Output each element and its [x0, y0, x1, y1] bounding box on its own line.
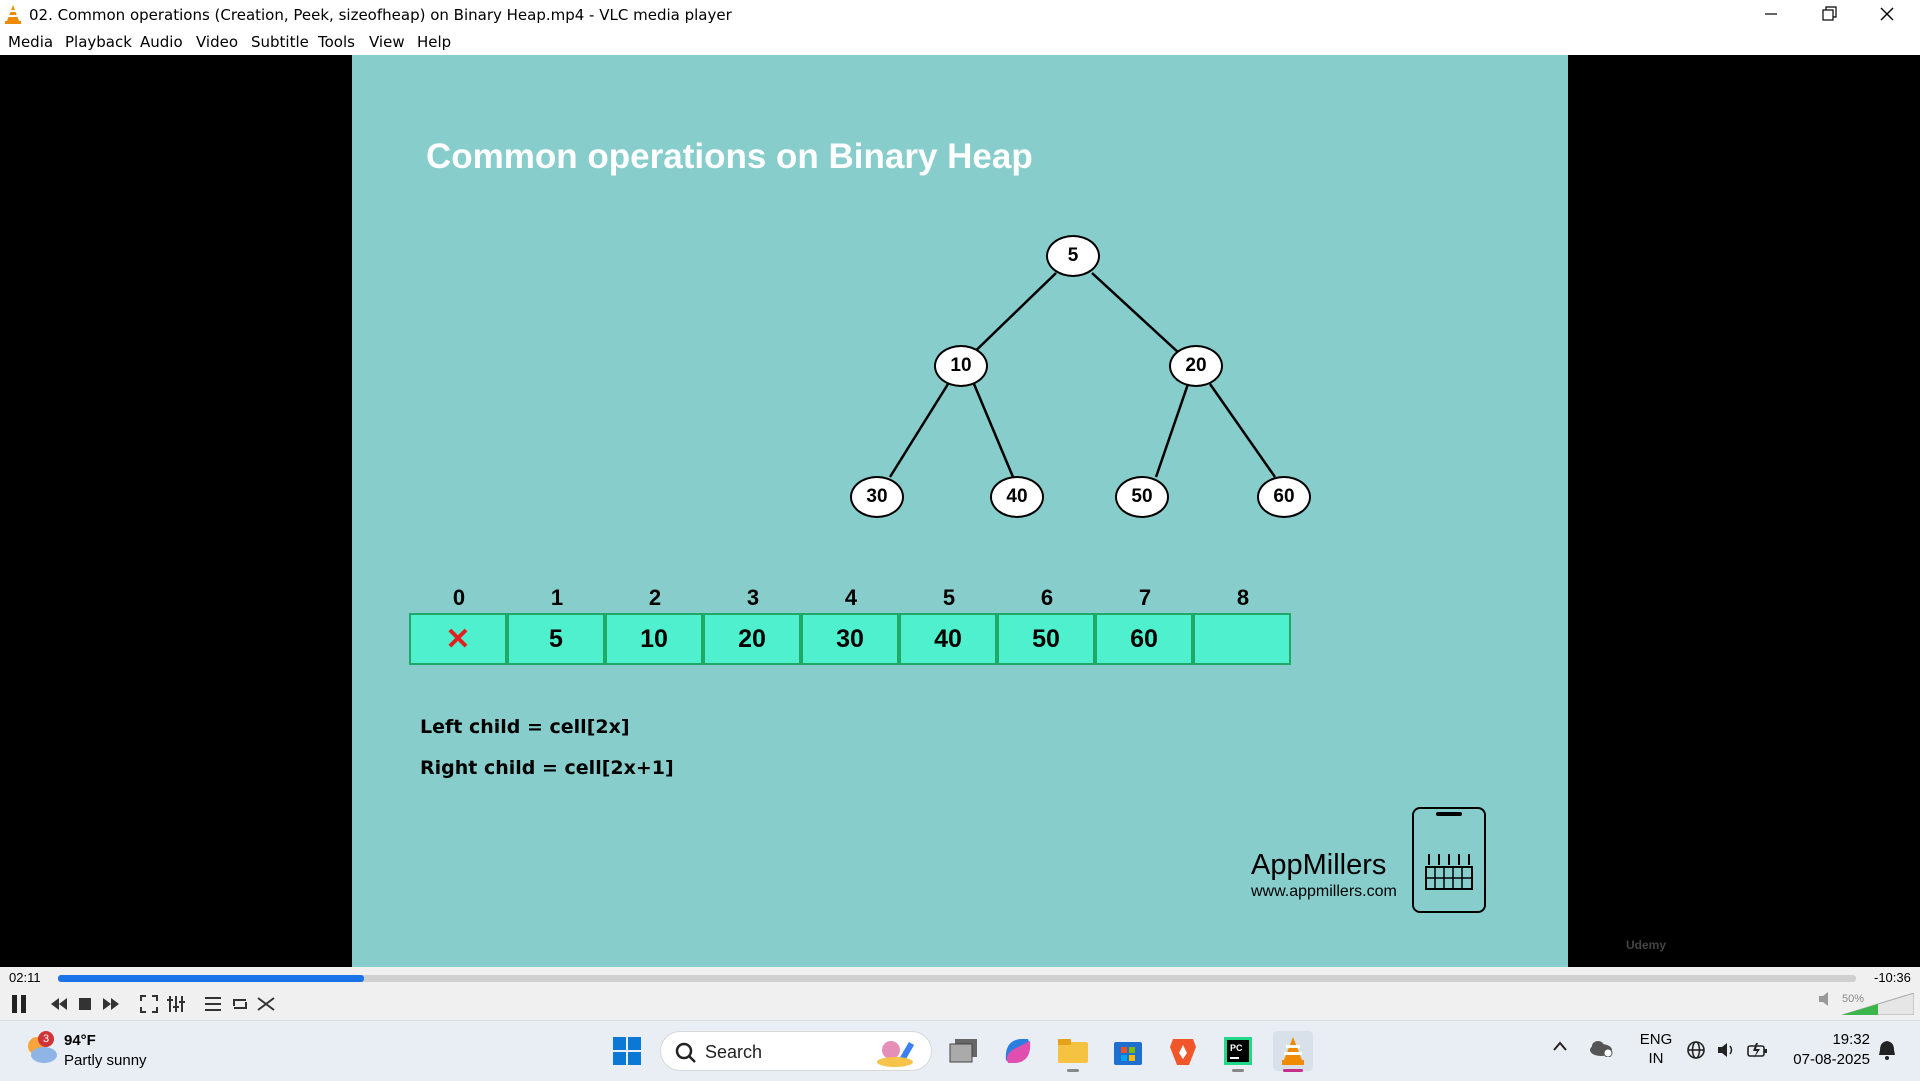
clock-time[interactable]: 19:32 [1832, 1031, 1870, 1048]
elapsed-time[interactable]: 02:11 [9, 970, 41, 985]
window-title: 02. Common operations (Creation, Peek, s… [29, 6, 732, 24]
search-icon [675, 1042, 697, 1069]
array-index: 2 [648, 585, 662, 610]
array-index: 5 [942, 585, 956, 610]
task-view-icon[interactable] [944, 1031, 984, 1071]
running-indicator [1067, 1069, 1079, 1072]
tree-node-left: 10 [934, 345, 988, 387]
copilot-icon[interactable] [998, 1031, 1038, 1071]
language-secondary[interactable]: IN [1648, 1050, 1664, 1067]
file-explorer-icon[interactable] [1053, 1031, 1093, 1072]
left-child-formula: Left child = cell[2x] [420, 716, 630, 738]
array-cell: 30 [801, 613, 899, 665]
array-cell: 50 [997, 613, 1095, 665]
language-primary[interactable]: ENG [1639, 1031, 1673, 1048]
remaining-time[interactable]: -10:36 [1874, 970, 1911, 985]
clock-date[interactable]: 07-08-2025 [1793, 1051, 1870, 1068]
tree-node-leaf: 30 [850, 476, 904, 518]
minimize-button[interactable] [1742, 0, 1800, 29]
weather-description[interactable]: Partly sunny [64, 1052, 147, 1069]
right-child-formula: Right child = cell[2x+1] [420, 757, 674, 779]
volume-slider[interactable] [1841, 992, 1915, 1020]
next-icon[interactable] [100, 993, 122, 1015]
playback-controls: 02:11 -10:36 50% [0, 967, 1920, 1020]
weather-icon[interactable]: 3 [24, 1031, 58, 1067]
tree-node-root: 5 [1046, 235, 1100, 277]
close-button[interactable] [1858, 0, 1916, 29]
menu-bar: Media Playback Audio Video Subtitle Tool… [0, 29, 1920, 56]
tree-node-leaf: 60 [1257, 476, 1311, 518]
mute-icon[interactable] [1818, 991, 1834, 1012]
network-icon[interactable] [1686, 1040, 1706, 1065]
loop-icon[interactable] [229, 993, 251, 1015]
taskbar-search[interactable]: Search [660, 1031, 932, 1071]
brand-name: AppMillers [1251, 849, 1387, 881]
array-cell: 40 [899, 613, 997, 665]
tree-node-right: 20 [1169, 345, 1223, 387]
notification-icon[interactable] [1876, 1039, 1898, 1066]
battery-icon[interactable] [1746, 1040, 1768, 1065]
active-indicator [1283, 1069, 1303, 1072]
array-cell: 10 [605, 613, 703, 665]
vlc-taskbar-icon[interactable] [1273, 1031, 1313, 1072]
speaker-icon[interactable] [1716, 1040, 1736, 1065]
pycharm-icon[interactable]: PC [1218, 1031, 1258, 1072]
tree-edges [888, 272, 1277, 478]
taskbar: 3 94°F Partly sunny Search PC [0, 1020, 1920, 1081]
menu-audio[interactable]: Audio [140, 33, 183, 51]
seek-bar[interactable] [58, 975, 1856, 982]
shuffle-icon[interactable] [255, 993, 277, 1015]
array-index: 8 [1236, 585, 1250, 610]
brand-url: www.appmillers.com [1251, 883, 1397, 900]
slide-title: Common operations on Binary Heap [426, 137, 1033, 176]
tray-overflow-icon[interactable] [1552, 1039, 1568, 1057]
array-cell: 20 [703, 613, 801, 665]
udemy-watermark: Udemy [1626, 938, 1667, 952]
tree-node-leaf: 40 [990, 476, 1044, 518]
array-index: 7 [1138, 585, 1152, 610]
appmillers-logo [1412, 807, 1486, 913]
menu-media[interactable]: Media [8, 33, 54, 51]
array-index: 0 [452, 585, 466, 610]
menu-view[interactable]: View [369, 33, 405, 51]
array-cell: 60 [1095, 613, 1193, 665]
array-index: 1 [550, 585, 564, 610]
running-indicator [1232, 1069, 1244, 1072]
extended-settings-icon[interactable] [165, 993, 187, 1015]
play-pause-icon[interactable] [8, 993, 30, 1015]
search-label: Search [705, 1042, 763, 1062]
previous-icon[interactable] [48, 993, 70, 1015]
fullscreen-icon[interactable] [138, 993, 160, 1015]
array-cell [1193, 613, 1291, 665]
windows-start-icon[interactable] [607, 1031, 647, 1071]
brave-icon[interactable] [1163, 1031, 1203, 1071]
video-frame[interactable]: Common operations on Binary Heap 5 10 20… [352, 55, 1568, 967]
stop-icon[interactable] [74, 993, 96, 1015]
tree-node-leaf: 50 [1115, 476, 1169, 518]
title-bar: 02. Common operations (Creation, Peek, s… [0, 0, 1920, 29]
array-index: 3 [746, 585, 760, 610]
search-highlight-icon [873, 1036, 929, 1073]
restore-button[interactable] [1800, 0, 1858, 29]
playlist-icon[interactable] [202, 993, 224, 1015]
menu-video[interactable]: Video [196, 33, 239, 51]
volume-level: 50% [1842, 993, 1865, 1005]
menu-playback[interactable]: Playback [65, 33, 132, 51]
seek-progress [58, 975, 364, 982]
array-index: 4 [844, 585, 858, 610]
menu-subtitle[interactable]: Subtitle [251, 33, 309, 51]
array-cell-empty-marker: ✕ [409, 613, 507, 665]
array-cell: 5 [507, 613, 605, 665]
svg-text:PC: PC [1230, 1043, 1243, 1053]
vlc-cone-icon [4, 5, 22, 30]
weather-temperature[interactable]: 94°F [64, 1032, 96, 1049]
weather-badge: 3 [38, 1031, 54, 1047]
store-icon[interactable] [1108, 1031, 1148, 1071]
menu-tools[interactable]: Tools [318, 33, 355, 51]
array-index: 6 [1040, 585, 1054, 610]
onedrive-icon[interactable] [1588, 1039, 1614, 1062]
menu-help[interactable]: Help [417, 33, 452, 51]
